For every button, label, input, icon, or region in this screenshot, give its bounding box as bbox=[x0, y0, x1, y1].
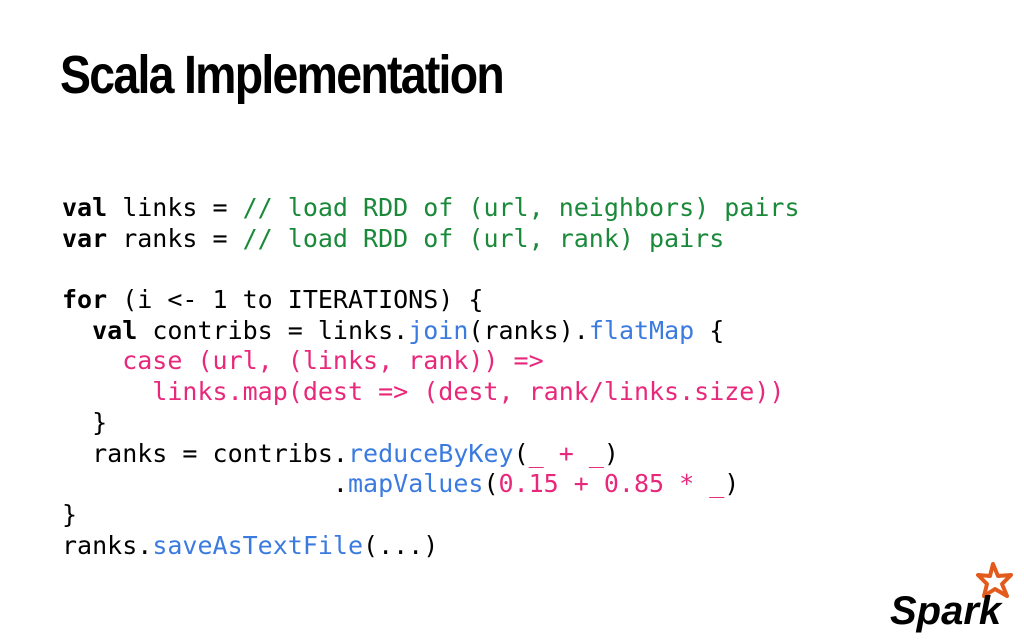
code-line: for (i <- 1 to ITERATIONS) { bbox=[62, 285, 800, 316]
spark-logo: Spark bbox=[890, 562, 1013, 633]
code-token: contribs = links. bbox=[137, 315, 409, 345]
code-token: 0.15 + 0.85 * _ bbox=[498, 469, 725, 499]
code-token: (...) bbox=[363, 530, 439, 560]
code-token: } bbox=[62, 407, 108, 437]
code-token: flatMap bbox=[588, 315, 695, 345]
code-token: // load RDD of (url, rank) pairs bbox=[242, 223, 725, 253]
code-line: ranks.saveAsTextFile(...) bbox=[62, 531, 800, 562]
code-line: ranks = contribs.reduceByKey(_ + _) bbox=[62, 439, 800, 470]
code-line bbox=[62, 254, 800, 285]
code-token: ranks = contribs. bbox=[62, 438, 348, 468]
code-token: saveAsTextFile bbox=[152, 530, 364, 560]
code-token: . bbox=[62, 469, 348, 499]
code-token: case (url, (links, rank)) => bbox=[62, 346, 544, 376]
code-line: } bbox=[62, 500, 800, 531]
code-token: ( bbox=[513, 438, 529, 468]
code-line: val links = // load RDD of (url, neighbo… bbox=[62, 193, 800, 224]
code-token: ) bbox=[603, 438, 619, 468]
code-token: links = bbox=[107, 193, 243, 222]
code-line: links.map(dest => (dest, rank/links.size… bbox=[62, 377, 800, 408]
code-line: var ranks = // load RDD of (url, rank) p… bbox=[62, 224, 800, 255]
code-token: ranks = bbox=[107, 223, 243, 253]
code-line: val contribs = links.join(ranks).flatMap… bbox=[62, 316, 800, 347]
code-line: .mapValues(0.15 + 0.85 * _) bbox=[62, 469, 800, 500]
code-block: val links = // load RDD of (url, neighbo… bbox=[62, 193, 800, 561]
code-token: links.map(dest => (dest, rank/links.size… bbox=[62, 377, 785, 407]
logo-wordmark: Spark bbox=[890, 589, 1003, 633]
code-token: _ + _ bbox=[528, 438, 604, 468]
code-token: ( bbox=[483, 469, 499, 499]
star-icon bbox=[976, 562, 1013, 598]
code-line: case (url, (links, rank)) => bbox=[62, 346, 800, 377]
code-token: var bbox=[62, 223, 108, 253]
code-token: for bbox=[62, 285, 108, 315]
code-token: (ranks). bbox=[468, 315, 589, 345]
code-token: mapValues bbox=[347, 469, 484, 499]
code-token: ) bbox=[724, 469, 740, 499]
code-token: join bbox=[408, 315, 469, 345]
slide-title: Scala Implementation bbox=[60, 45, 505, 105]
code-token: // load RDD of (url, neighbors) pairs bbox=[242, 193, 800, 222]
code-token: ranks. bbox=[62, 530, 153, 560]
code-token: (i <- 1 to ITERATIONS) { bbox=[107, 285, 484, 315]
code-token: } bbox=[62, 499, 78, 529]
code-line: } bbox=[62, 408, 800, 439]
code-token: { bbox=[694, 315, 725, 345]
code-token: val bbox=[92, 315, 138, 345]
code-token: val bbox=[62, 193, 108, 222]
code-token bbox=[62, 316, 92, 345]
code-token: reduceByKey bbox=[347, 438, 514, 468]
